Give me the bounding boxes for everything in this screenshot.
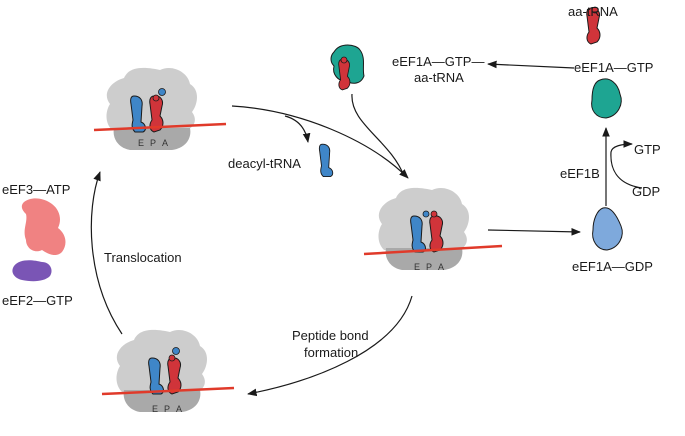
label-eef2-gtp: eEF2—GTP — [2, 293, 73, 308]
label-eef1b: eEF1B — [560, 166, 600, 181]
ribosome-post-translocation: E P A — [93, 67, 227, 150]
label-aa-trna-top: aa-tRNA — [568, 4, 618, 19]
site-e: E — [414, 262, 420, 272]
label-gtp: GTP — [634, 142, 661, 157]
eef2-gtp-icon — [12, 260, 52, 282]
deacyl-trna-icon — [318, 143, 334, 178]
arrow-ribo2-to-eef1a-gdp — [487, 227, 581, 236]
arrow-deacyl-release — [284, 115, 311, 143]
mrna-strand — [363, 244, 503, 256]
site-a: A — [176, 404, 182, 414]
aa-trna-free-icon — [586, 6, 601, 45]
site-e: E — [138, 138, 144, 148]
ribosome-aa-trna-delivered: E P A — [363, 187, 503, 272]
label-eef1a-gtp-complex-2: aa-tRNA — [414, 70, 464, 85]
mrna-strand — [101, 386, 235, 396]
eef1a-gtp-icon — [591, 78, 622, 119]
arrow-peptide-bond — [247, 295, 413, 397]
site-e: E — [152, 404, 158, 414]
site-p: P — [164, 404, 170, 414]
eef1a-gdp-icon — [592, 207, 623, 251]
mrna-strand — [93, 122, 227, 132]
arrow-ribo1-to-ribo2 — [231, 105, 409, 179]
label-peptide-bond-1: Peptide bond — [292, 328, 369, 343]
label-eef3-atp: eEF3—ATP — [2, 182, 70, 197]
label-eef1a-gtp-complex-1: eEF1A—GTP— — [392, 54, 484, 69]
site-p: P — [150, 138, 156, 148]
label-translocation: Translocation — [104, 250, 182, 265]
arrow-translocation — [90, 171, 123, 335]
site-a: A — [438, 262, 444, 272]
label-eef1a-gdp: eEF1A—GDP — [572, 259, 653, 274]
site-p: P — [426, 262, 432, 272]
site-a: A — [162, 138, 168, 148]
label-peptide-bond-2: formation — [304, 345, 358, 360]
label-gdp: GDP — [632, 184, 660, 199]
label-deacyl-trna: deacyl-tRNA — [228, 156, 301, 171]
label-eef1a-gtp: eEF1A—GTP — [574, 60, 653, 75]
arrow-complex-to-ribo2 — [351, 93, 405, 177]
arrow-eef1a-gtp-to-complex — [487, 60, 575, 69]
ribosome-pre-translocation: E P A — [101, 329, 235, 414]
eef1a-gtp-aa-trna-complex-icon — [330, 44, 365, 91]
eef3-atp-icon — [21, 198, 66, 256]
arrow-gdp-exchange — [610, 140, 643, 189]
